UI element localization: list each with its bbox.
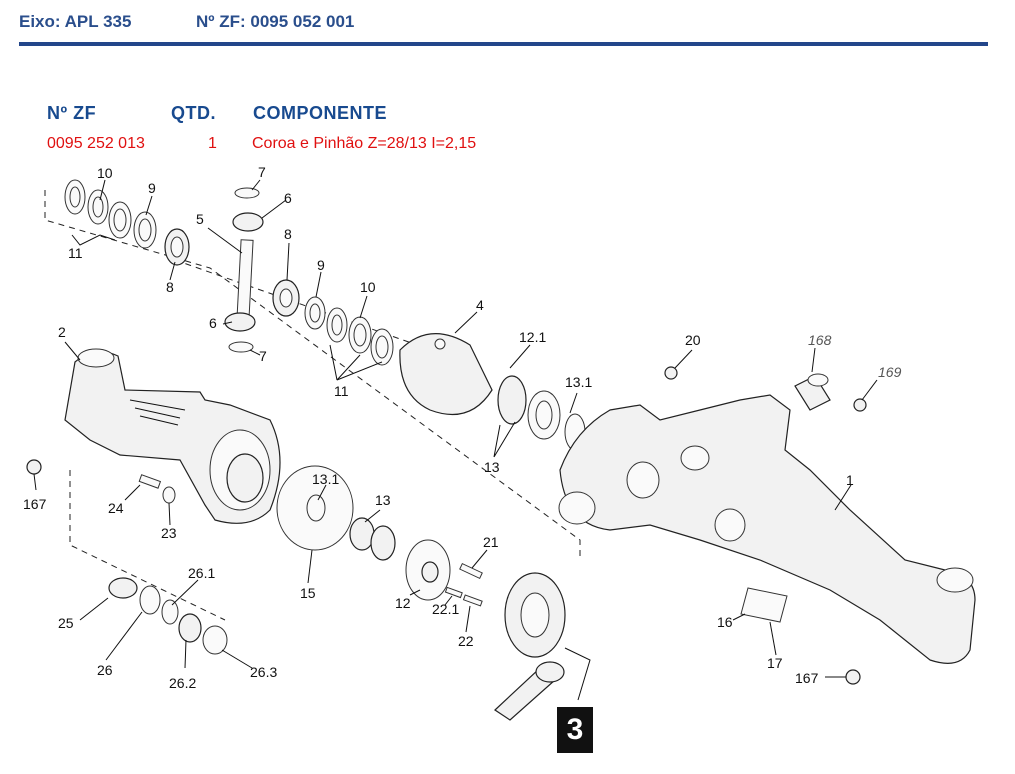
callout-labels: 10 9 7 6 5 8 11 8 9 10 6 7 4 12.1 11 2 1… [23,164,902,691]
callout-label[interactable]: 4 [476,297,484,313]
axle-label: Eixo: APL 335 [19,12,132,31]
callout-label[interactable]: 11 [334,383,349,399]
callout-label[interactable]: 13 [375,492,391,508]
callout-label[interactable]: 6 [284,190,292,206]
row-component[interactable]: Coroa e Pinhão Z=28/13 I=2,15 [252,135,477,152]
callout-label[interactable]: 10 [97,165,113,181]
callout-label[interactable]: 169 [878,364,902,380]
callout-label[interactable]: 2 [58,324,66,340]
axle-housing-main [558,394,976,664]
callout-label[interactable]: 15 [300,585,316,601]
pinion-bearings [108,577,228,655]
callout-label[interactable]: 9 [148,180,156,196]
callout-label[interactable]: 168 [808,332,832,348]
callout-label[interactable]: 20 [685,332,701,348]
shim-stack-left [64,179,190,266]
assembly-guide-line [44,190,581,560]
callout-label[interactable]: 5 [196,211,204,227]
callout-label[interactable]: 13 [484,459,500,475]
callout-label[interactable]: 16 [717,614,733,630]
crown-wheel-and-pinion[interactable] [494,572,566,721]
leader-lines [33,179,878,701]
bushing [794,373,831,411]
zf-number-label: Nº ZF: 0095 052 001 [196,12,355,31]
column-header-component: COMPONENTE [253,103,388,123]
assembly-guide-line [69,470,226,621]
nameplate [740,587,788,623]
callout-label[interactable]: 23 [161,525,177,541]
callout-label[interactable]: 167 [795,670,819,686]
column-header-qty: QTD. [171,103,216,123]
callout-label[interactable]: 8 [284,226,292,242]
callout-label[interactable]: 26.2 [169,675,196,691]
row-qty: 1 [208,135,217,152]
differential-case [399,333,586,451]
row-zf-number[interactable]: 0095 252 013 [47,135,145,152]
flange-and-pins [405,539,483,607]
callout-label[interactable]: 22.1 [432,601,459,617]
axle-housing-left [64,348,281,524]
callout-label[interactable]: 10 [360,279,376,295]
callout-label[interactable]: 12.1 [519,329,546,345]
callout-label[interactable]: 24 [108,500,124,516]
callout-label[interactable]: 9 [317,257,325,273]
differential-spider-gears [224,187,300,353]
column-header-zf: Nº ZF [47,103,97,123]
fasteners [26,366,867,685]
callout-label[interactable]: 11 [68,245,83,261]
callout-label[interactable]: 21 [483,534,499,550]
callout-label[interactable]: 7 [258,164,266,180]
callout-label[interactable]: 26.1 [188,565,215,581]
callout-label[interactable]: 25 [58,615,74,631]
callout-label[interactable]: 26.3 [250,664,277,680]
callout-label[interactable]: 17 [767,655,783,671]
callout-label[interactable]: 6 [209,315,217,331]
callout-label[interactable]: 8 [166,279,174,295]
callout-label[interactable]: 22 [458,633,474,649]
callout-label[interactable]: 13.1 [565,374,592,390]
callout-label[interactable]: 12 [395,595,411,611]
callout-label[interactable]: 13.1 [312,471,339,487]
header: Eixo: APL 335 Nº ZF: 0095 052 001 [0,0,1015,48]
header-rule [19,42,988,46]
seal-ring-assembly [276,465,396,561]
callout-label[interactable]: 7 [259,348,267,364]
shim-stack-middle [304,296,394,366]
callout-label[interactable]: 1 [846,472,854,488]
highlighted-part-badge[interactable]: 3 [557,707,593,753]
callout-label[interactable]: 167 [23,496,47,512]
callout-label[interactable]: 26 [97,662,113,678]
